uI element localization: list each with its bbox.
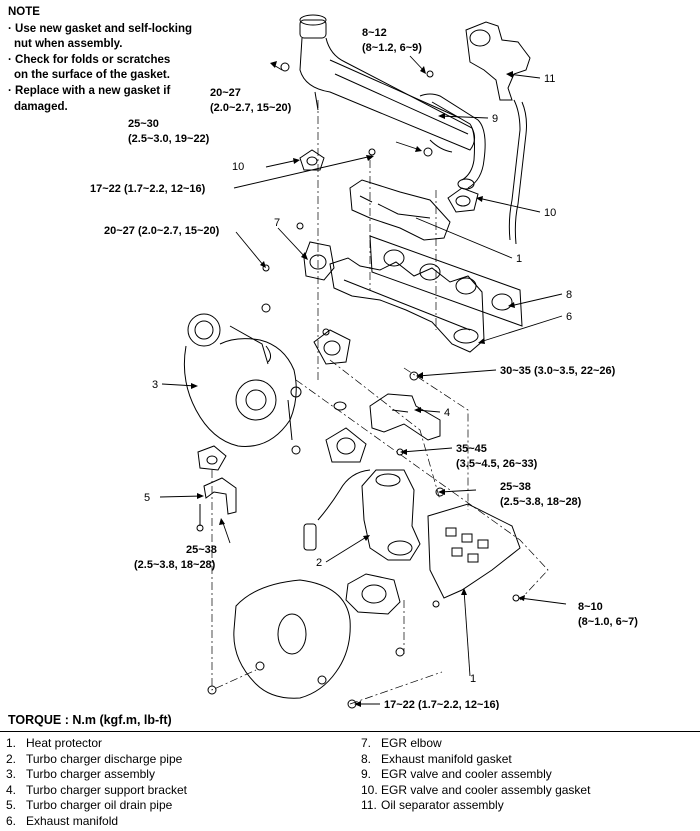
callout-6: 6 bbox=[566, 311, 572, 323]
note-line: · Replace with a new gasket if bbox=[8, 84, 171, 97]
legend-number: 7. bbox=[361, 736, 372, 750]
legend-number: 3. bbox=[6, 767, 17, 782]
torque-spec-35-45-detail: (3.5~4.5, 26~33) bbox=[456, 458, 538, 470]
legend-label: Turbo charger discharge pipe bbox=[26, 751, 183, 766]
component-drawings bbox=[183, 14, 531, 709]
exploded-diagram: 8~12 (8~1.2, 6~9) 20~27 (2.0~2.7, 15~20)… bbox=[90, 14, 638, 710]
exhaust-manifold-gasket-drawing bbox=[369, 235, 523, 327]
torque-spec-20-27-upper-detail: (2.0~2.7, 15~20) bbox=[210, 102, 292, 114]
torque-spec-25-38-right: 25~38 bbox=[500, 481, 531, 493]
legend-item: 9. EGR valve and cooler assembly bbox=[361, 767, 590, 783]
legend-number: 8. bbox=[361, 751, 372, 766]
torque-spec-20-27-upper: 20~27 bbox=[210, 87, 241, 99]
egr-gasket-drawing bbox=[299, 149, 479, 213]
alignment-lines bbox=[211, 100, 549, 705]
callout-4: 4 bbox=[444, 407, 450, 419]
note-line: nut when assembly. bbox=[14, 38, 123, 51]
legend-item: 2. Turbo charger discharge pipe bbox=[6, 752, 187, 768]
turbo-discharge-pipe-drawing bbox=[303, 448, 421, 561]
assembly-note: NOTE · Use new gasket and self-locking n… bbox=[8, 5, 192, 115]
torque-spec-8-12: 8~12 bbox=[362, 27, 387, 39]
torque-spec-20-27-elbow: 20~27 (2.0~2.7, 15~20) bbox=[104, 225, 220, 237]
turbo-gasket-drawing bbox=[313, 329, 367, 463]
legend-number: 5. bbox=[6, 798, 17, 813]
callout-2: 2 bbox=[316, 557, 322, 569]
heat-protector-lower-drawing bbox=[207, 579, 357, 709]
torque-spec-25-38-left-detail: (2.5~3.8, 18~28) bbox=[134, 559, 216, 571]
legend-item: 10.EGR valve and cooler assembly gasket bbox=[361, 783, 590, 799]
legend-item: 4. Turbo charger support bracket bbox=[6, 783, 187, 799]
torque-spec-25-38-left: 25~38 bbox=[186, 544, 217, 556]
torque-spec-30-35: 30~35 (3.0~3.5, 22~26) bbox=[500, 365, 616, 377]
torque-spec-25-30: 25~30 bbox=[128, 118, 159, 130]
torque-spec-17-22-lower: 17~22 (1.7~2.2, 12~16) bbox=[384, 699, 500, 710]
torque-spec-17-22-upper: 17~22 (1.7~2.2, 12~16) bbox=[90, 183, 206, 195]
callout-10-right: 10 bbox=[544, 207, 556, 219]
parts-legend-right: 7. EGR elbow 8. Exhaust manifold gasket 9.… bbox=[361, 736, 590, 814]
egr-elbow-drawing bbox=[303, 241, 335, 281]
legend-item: 1. Heat protector bbox=[6, 736, 187, 752]
note-line: on the surface of the gasket. bbox=[14, 69, 170, 82]
legend-label: EGR valve and cooler assembly gasket bbox=[381, 782, 591, 797]
legend-item: 5. Turbo charger oil drain pipe bbox=[6, 798, 187, 814]
legend-label: Turbo charger oil drain pipe bbox=[26, 798, 173, 813]
torque-spec-35-45: 35~45 bbox=[456, 443, 487, 455]
legend-item: 11. Oil separator assembly bbox=[361, 798, 590, 814]
note-line: · Use new gasket and self-locking bbox=[8, 22, 193, 35]
callout-8: 8 bbox=[566, 289, 572, 301]
legend-label: Turbo charger support bracket bbox=[26, 782, 187, 797]
turbo-support-bracket-drawing bbox=[369, 393, 441, 441]
note-title: NOTE bbox=[8, 6, 40, 18]
callout-10-left: 10 bbox=[232, 161, 244, 173]
parts-legend-left: 1. Heat protector 2. Turbo charger dischar… bbox=[6, 736, 187, 830]
oil-separator-drawing bbox=[426, 21, 531, 245]
legend-number: 1. bbox=[6, 736, 17, 750]
heat-protector-upper-drawing bbox=[349, 179, 451, 241]
legend-label: Turbo charger assembly bbox=[26, 767, 155, 782]
legend-number: 10. bbox=[361, 782, 378, 797]
legend-label: Exhaust manifold gasket bbox=[381, 751, 512, 766]
torque-spec-8-12-detail: (8~1.2, 6~9) bbox=[362, 42, 422, 54]
torque-spec-25-30-detail: (2.5~3.0, 19~22) bbox=[128, 133, 210, 145]
legend-item: 6. Exhaust manifold bbox=[6, 814, 187, 830]
callout-11: 11 bbox=[544, 73, 555, 85]
exhaust-manifold-drawing bbox=[261, 257, 485, 353]
divider bbox=[0, 731, 700, 732]
legend-number: 11. bbox=[361, 798, 377, 813]
legend-number: 9. bbox=[361, 767, 372, 782]
callout-5: 5 bbox=[144, 492, 150, 504]
callout-9: 9 bbox=[492, 113, 498, 125]
note-line: damaged. bbox=[14, 100, 68, 113]
legend-label: EGR valve and cooler assembly bbox=[381, 767, 552, 782]
torque-heading: TORQUE : N.m (kgf.m, lb-ft) bbox=[8, 713, 172, 727]
heat-protector-bracket-drawing bbox=[427, 487, 521, 608]
callout-1-upper: 1 bbox=[516, 253, 522, 265]
discharge-gasket-drawing bbox=[345, 573, 405, 657]
callout-1-lower: 1 bbox=[470, 673, 476, 685]
leader-lines bbox=[159, 55, 567, 705]
legend-item: 3. Turbo charger assembly bbox=[6, 767, 187, 783]
note-line: · Check for folds or scratches bbox=[8, 53, 171, 66]
legend-item: 7. EGR elbow bbox=[361, 736, 590, 752]
arrowheads bbox=[191, 61, 525, 707]
legend-label: Oil separator assembly bbox=[381, 798, 504, 813]
egr-valve-cooler-drawing bbox=[299, 14, 486, 190]
legend-label: Exhaust manifold bbox=[26, 813, 119, 828]
legend-number: 2. bbox=[6, 751, 17, 766]
oil-drain-pipe-drawing bbox=[196, 477, 237, 532]
callout-3: 3 bbox=[152, 379, 158, 391]
callout-7: 7 bbox=[274, 217, 280, 229]
torque-spec-8-10-detail: (8~1.0, 6~7) bbox=[578, 616, 638, 628]
legend-number: 6. bbox=[6, 813, 17, 828]
turbo-charger-drawing bbox=[183, 313, 302, 471]
torque-spec-8-10: 8~10 bbox=[578, 601, 603, 613]
legend-item: 8. Exhaust manifold gasket bbox=[361, 752, 590, 768]
legend-number: 4. bbox=[6, 782, 17, 797]
legend-label: EGR elbow bbox=[381, 736, 442, 750]
torque-spec-25-38-right-detail: (2.5~3.8, 18~28) bbox=[500, 496, 582, 508]
legend-label: Heat protector bbox=[26, 736, 103, 750]
